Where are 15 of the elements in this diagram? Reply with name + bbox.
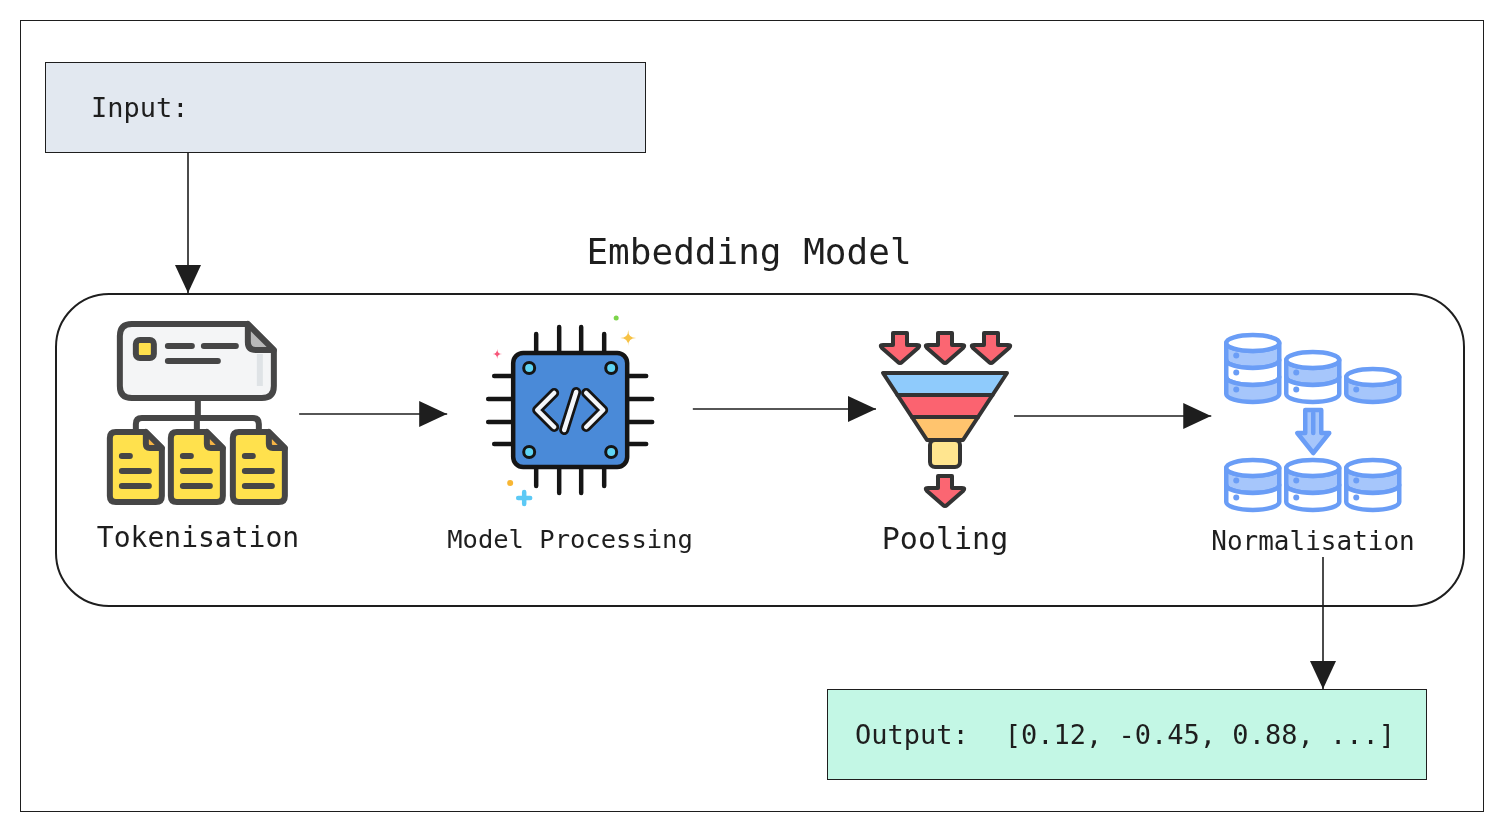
step-label: Model Processing [447, 525, 693, 555]
output-panel [827, 689, 1427, 780]
arrow [1013, 403, 1213, 429]
step-label: Tokenisation [96, 522, 300, 555]
output-label: Output: [855, 718, 969, 750]
step-label: Pooling [881, 522, 1009, 557]
container-heading: Embedding Model [586, 231, 912, 273]
arrow [1310, 556, 1336, 690]
arrow [692, 396, 877, 422]
arrow [175, 152, 201, 294]
arrow [298, 401, 448, 427]
input-panel [45, 62, 646, 153]
output-vector: [0.12, -0.45, 0.88, ...] [1004, 718, 1395, 750]
step-label: Normalisation [1211, 527, 1415, 557]
input-label: Input: [91, 91, 189, 123]
